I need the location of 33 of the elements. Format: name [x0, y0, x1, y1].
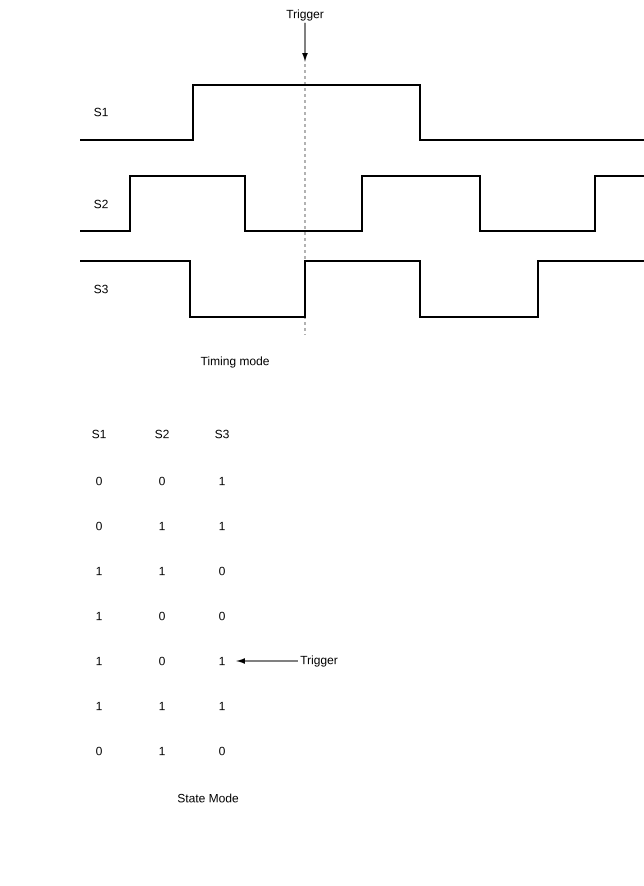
table-cell: 0	[96, 746, 102, 756]
table-cell: 0	[96, 522, 102, 530]
table-cell: 0	[219, 612, 225, 620]
table-cell: 1	[220, 656, 225, 666]
table-cell: 1	[160, 566, 165, 576]
column-header: S2	[155, 430, 169, 438]
table-cell: 1	[96, 656, 102, 666]
signal-name: S2	[94, 200, 108, 208]
table-cell: 0	[159, 476, 165, 486]
table-cell: 0	[159, 656, 165, 666]
trigger-label: Trigger	[300, 655, 338, 667]
table-cell: 1	[96, 702, 102, 710]
signal-name: S3	[94, 284, 108, 294]
trigger-label: Trigger	[286, 9, 324, 21]
table-cell: 1	[160, 522, 165, 530]
table-cell: 0	[219, 746, 225, 756]
table-cell: 1	[160, 746, 165, 756]
arrow	[302, 22, 308, 60]
table-cell: 1	[96, 612, 102, 620]
table-cell: 1	[160, 702, 165, 710]
column-header: S1	[92, 430, 106, 438]
table-cell: 0	[96, 476, 102, 486]
table-cell: 1	[220, 476, 225, 486]
table-cell: 1	[220, 522, 225, 530]
table-cell: 0	[219, 566, 225, 576]
table-cell: 1	[96, 566, 102, 576]
column-header: State Mode	[178, 794, 238, 802]
table-cell: 1	[220, 702, 225, 710]
column-header: S3	[215, 430, 229, 438]
table-cell: 0	[159, 612, 165, 620]
axis-label: Timing mode	[200, 356, 269, 368]
signal-name: S1	[94, 108, 108, 116]
arrow	[238, 658, 298, 664]
